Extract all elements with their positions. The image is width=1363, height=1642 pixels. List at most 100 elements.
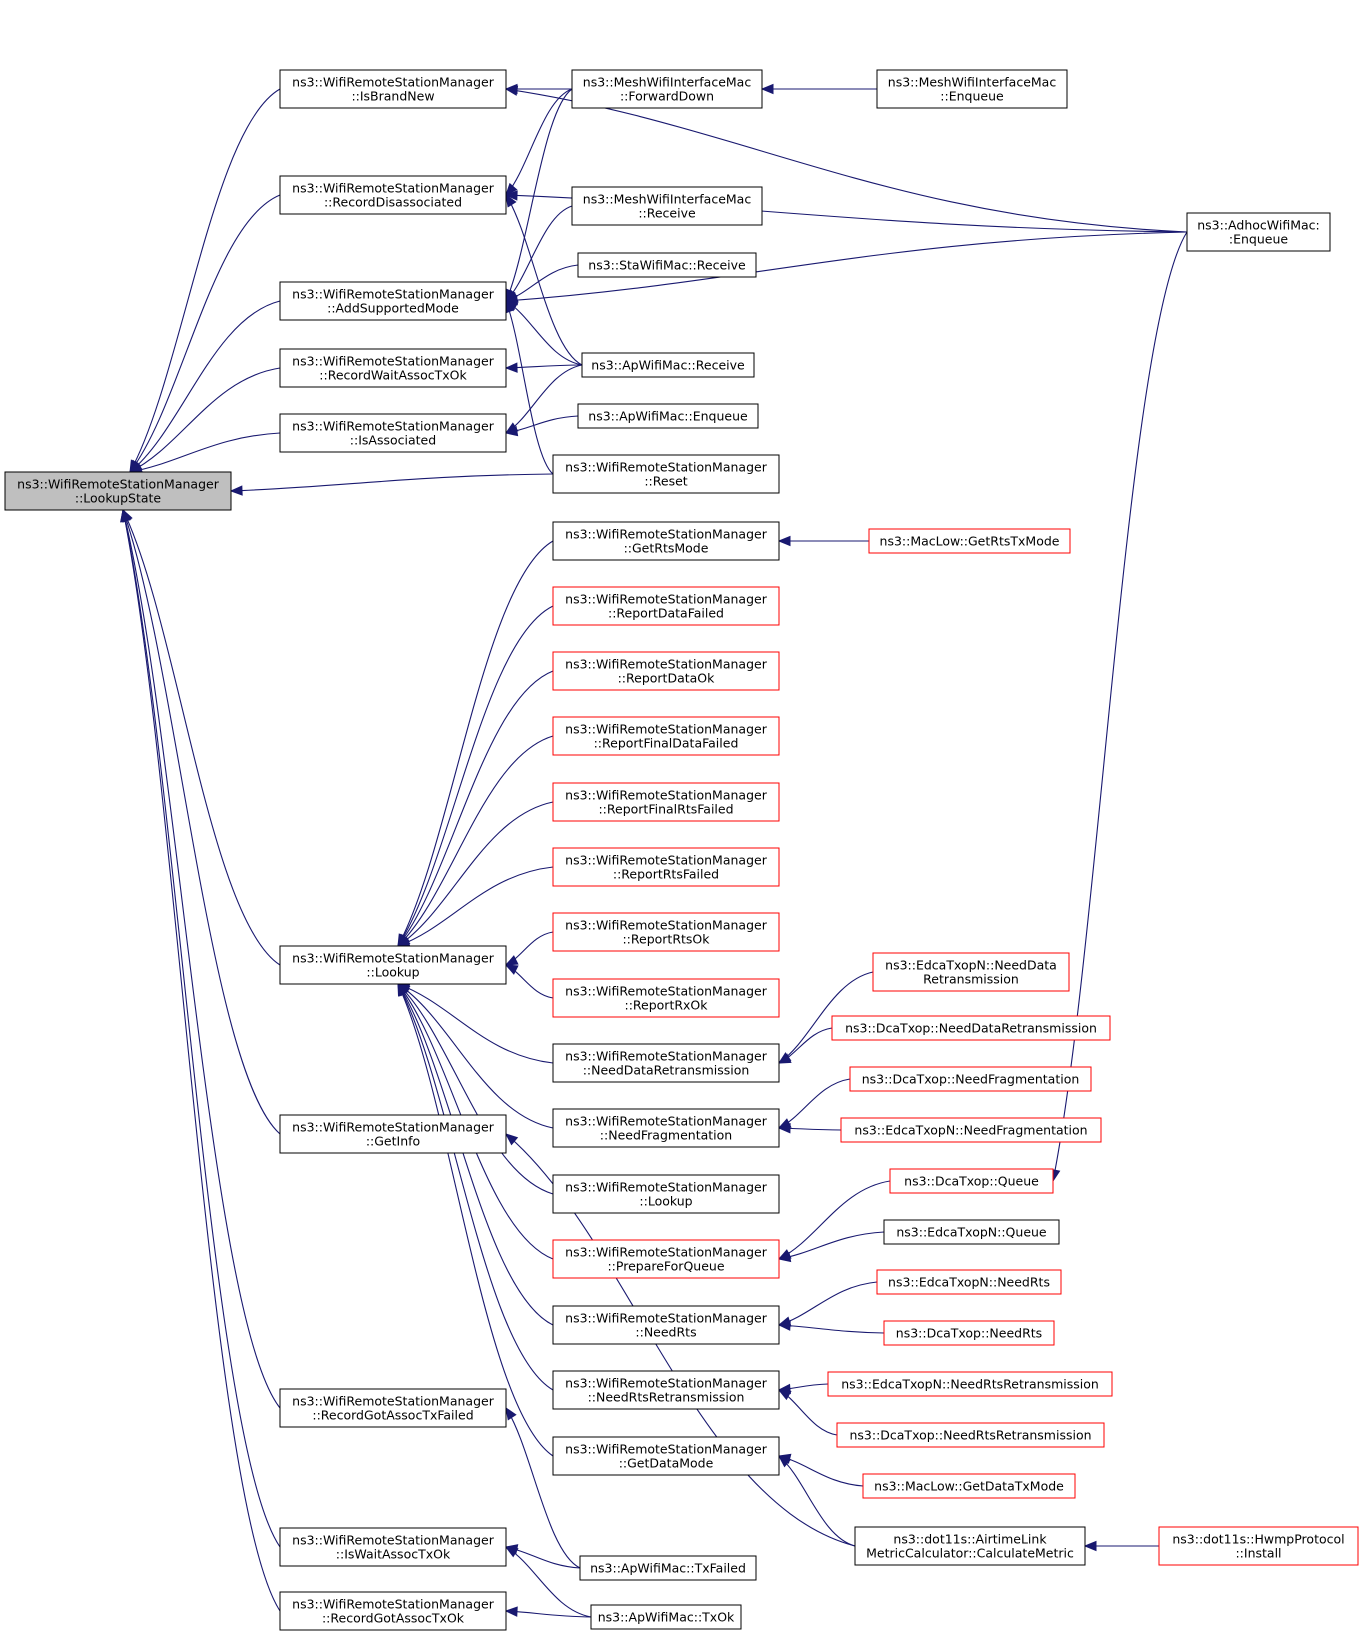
node-edca-need-data-retrans[interactable]: ns3::EdcaTxopN::NeedDataRetransmission (872, 952, 1070, 992)
node-is-brand-new[interactable]: ns3::WifiRemoteStationManager::IsBrandNe… (279, 69, 507, 109)
node-box (831, 1015, 1111, 1041)
node-box (552, 1043, 780, 1083)
node-record-got-assoc-failed[interactable]: ns3::WifiRemoteStationManager::RecordGot… (279, 1388, 507, 1428)
node-report-rx-ok[interactable]: ns3::WifiRemoteStationManager::ReportRxO… (552, 978, 780, 1018)
node-report-rts-ok[interactable]: ns3::WifiRemoteStationManager::ReportRts… (552, 912, 780, 952)
node-reset[interactable]: ns3::WifiRemoteStationManager::Reset (552, 454, 780, 494)
node-label-line: ns3::MeshWifiInterfaceMac (888, 75, 1057, 90)
node-label-line: MetricCalculator::CalculateMetric (866, 1546, 1074, 1561)
arrowhead-record-got-assoc-ok-to-root (120, 508, 131, 523)
node-hwmp-install[interactable]: ns3::dot11s::HwmpProtocol::Install (1158, 1526, 1359, 1566)
arrowhead-dca-need-data-retrans-to-need-data-retrans (777, 1053, 792, 1064)
node-label-line: ns3::WifiRemoteStationManager (292, 354, 495, 369)
node-box (279, 348, 507, 388)
edge-need-data-retrans-to-lookup (397, 983, 554, 1064)
node-label-line: ns3::WifiRemoteStationManager (565, 1442, 768, 1457)
node-ap-tx-ok[interactable]: ns3::ApWifiMac::TxOk (590, 1604, 742, 1630)
node-box (579, 1555, 757, 1581)
node-label-line: ns3::WifiRemoteStationManager (565, 1049, 768, 1064)
node-label-line: ns3::MacLow::GetDataTxMode (874, 1479, 1064, 1494)
node-airtime[interactable]: ns3::dot11s::AirtimeLinkMetricCalculator… (854, 1526, 1086, 1566)
node-label-line: ::Install (1235, 1546, 1281, 1561)
node-box (552, 847, 780, 887)
node-label-line: ::Lookup (366, 965, 419, 980)
node-box (552, 716, 780, 756)
node-report-data-failed[interactable]: ns3::WifiRemoteStationManager::ReportDat… (552, 586, 780, 626)
node-box (836, 1422, 1105, 1448)
node-report-final-rts-failed[interactable]: ns3::WifiRemoteStationManager::ReportFin… (552, 782, 780, 822)
node-dca-need-rts-retrans[interactable]: ns3::DcaTxop::NeedRtsRetransmission (836, 1422, 1105, 1448)
arrowhead-ap-receive-to-record-wait-assoc (504, 362, 518, 373)
edge-ap-tx-ok-to-is-wait-assoc (505, 1546, 592, 1618)
node-need-rts-retrans[interactable]: ns3::WifiRemoteStationManager::NeedRtsRe… (552, 1370, 780, 1410)
node-label-line: ::IsBrandNew (351, 89, 434, 104)
node-report-data-ok[interactable]: ns3::WifiRemoteStationManager::ReportDat… (552, 651, 780, 691)
node-label-line: ::ReportDataFailed (608, 606, 724, 621)
node-lookup2[interactable]: ns3::WifiRemoteStationManager::Lookup (552, 1174, 780, 1214)
node-mesh-forward-down[interactable]: ns3::MeshWifiInterfaceMac::ForwardDown (571, 69, 763, 109)
node-label-line: ::NeedRtsRetransmission (588, 1390, 745, 1405)
edge-ap-tx-failed-to-record-got-assoc-failed (505, 1407, 581, 1569)
node-dca-queue[interactable]: ns3::DcaTxop::Queue (889, 1168, 1054, 1194)
node-label-line: ns3::EdcaTxopN::Queue (896, 1225, 1047, 1240)
edge-report-final-data-failed-to-lookup (397, 735, 554, 947)
node-label-line: ns3::WifiRemoteStationManager (565, 657, 768, 672)
node-ap-enqueue[interactable]: ns3::ApWifiMac::Enqueue (577, 403, 759, 429)
node-need-data-retrans[interactable]: ns3::WifiRemoteStationManager::NeedDataR… (552, 1043, 780, 1083)
node-ap-receive[interactable]: ns3::ApWifiMac::Receive (581, 352, 755, 378)
node-box (279, 175, 507, 215)
node-label-line: ns3::DcaTxop::NeedRtsRetransmission (849, 1428, 1091, 1443)
node-is-wait-assoc[interactable]: ns3::WifiRemoteStationManager::IsWaitAss… (279, 1527, 507, 1567)
node-dca-need-rts[interactable]: ns3::DcaTxop::NeedRts (883, 1320, 1055, 1346)
node-box (552, 782, 780, 822)
edge-get-data-mode-to-lookup (397, 983, 554, 1457)
edge-edca-need-rts-to-need-rts (778, 1281, 878, 1326)
node-report-rts-failed[interactable]: ns3::WifiRemoteStationManager::ReportRts… (552, 847, 780, 887)
node-mesh-receive[interactable]: ns3::MeshWifiInterfaceMac::Receive (571, 186, 763, 226)
node-box (849, 1066, 1092, 1092)
node-need-frag[interactable]: ns3::WifiRemoteStationManager::NeedFragm… (552, 1108, 780, 1148)
node-dca-need-frag[interactable]: ns3::DcaTxop::NeedFragmentation (849, 1066, 1092, 1092)
node-lookup[interactable]: ns3::WifiRemoteStationManager::Lookup (279, 945, 507, 985)
node-edca-need-rts-retrans[interactable]: ns3::EdcaTxopN::NeedRtsRetransmission (827, 1371, 1113, 1397)
node-box (862, 1473, 1076, 1499)
node-get-info[interactable]: ns3::WifiRemoteStationManager::GetInfo (279, 1114, 507, 1154)
node-ap-tx-failed[interactable]: ns3::ApWifiMac::TxFailed (579, 1555, 757, 1581)
node-box (552, 651, 780, 691)
node-label-line: ns3::WifiRemoteStationManager (292, 1120, 495, 1135)
edge-is-associated-to-root (129, 432, 281, 473)
node-root[interactable]: ns3::WifiRemoteStationManager::LookupSta… (4, 471, 232, 511)
node-add-supported-mode[interactable]: ns3::WifiRemoteStationManager::AddSuppor… (279, 281, 507, 321)
node-box (868, 528, 1071, 554)
node-label-line: ns3::EdcaTxopN::NeedRts (888, 1275, 1050, 1290)
node-mesh-enqueue[interactable]: ns3::MeshWifiInterfaceMac::Enqueue (876, 69, 1068, 109)
node-get-data-mode[interactable]: ns3::WifiRemoteStationManager::GetDataMo… (552, 1436, 780, 1476)
arrowhead-ap-tx-ok-to-record-got-assoc-ok (504, 1606, 518, 1617)
node-mac-low-get-data[interactable]: ns3::MacLow::GetDataTxMode (862, 1473, 1076, 1499)
node-box (552, 1239, 780, 1279)
node-sta-receive[interactable]: ns3::StaWifiMac::Receive (577, 252, 757, 278)
node-label-line: ns3::DcaTxop::Queue (904, 1174, 1039, 1189)
node-mac-low-get-rts[interactable]: ns3::MacLow::GetRtsTxMode (868, 528, 1071, 554)
node-label-line: ::IsWaitAssocTxOk (336, 1547, 451, 1562)
node-edca-need-rts[interactable]: ns3::EdcaTxopN::NeedRts (876, 1269, 1062, 1295)
node-record-wait-assoc[interactable]: ns3::WifiRemoteStationManager::RecordWai… (279, 348, 507, 388)
node-dca-need-data-retrans[interactable]: ns3::DcaTxop::NeedDataRetransmission (831, 1015, 1111, 1041)
node-box (279, 1527, 507, 1567)
arrowhead-airtime-to-get-info (504, 1133, 519, 1146)
node-label-line: ::GetRtsMode (624, 541, 709, 556)
node-record-got-assoc-ok[interactable]: ns3::WifiRemoteStationManager::RecordGot… (279, 1591, 507, 1631)
node-box (889, 1168, 1054, 1194)
node-prepare-for-queue[interactable]: ns3::WifiRemoteStationManager::PrepareFo… (552, 1239, 780, 1279)
edge-mesh-forward-down-to-record-disassoc (505, 88, 573, 196)
node-edca-queue[interactable]: ns3::EdcaTxopN::Queue (883, 1219, 1060, 1245)
node-is-associated[interactable]: ns3::WifiRemoteStationManager::IsAssocia… (279, 413, 507, 453)
node-edca-need-frag[interactable]: ns3::EdcaTxopN::NeedFragmentation (840, 1117, 1102, 1143)
edge-record-wait-assoc-to-root (129, 367, 281, 473)
node-record-disassoc[interactable]: ns3::WifiRemoteStationManager::RecordDis… (279, 175, 507, 215)
node-report-final-data-failed[interactable]: ns3::WifiRemoteStationManager::ReportFin… (552, 716, 780, 756)
node-adhoc-enqueue[interactable]: ns3::AdhocWifiMac::Enqueue (1186, 212, 1331, 252)
node-box (552, 1436, 780, 1476)
node-get-rts-mode[interactable]: ns3::WifiRemoteStationManager::GetRtsMod… (552, 521, 780, 561)
node-need-rts[interactable]: ns3::WifiRemoteStationManager::NeedRts (552, 1305, 780, 1345)
